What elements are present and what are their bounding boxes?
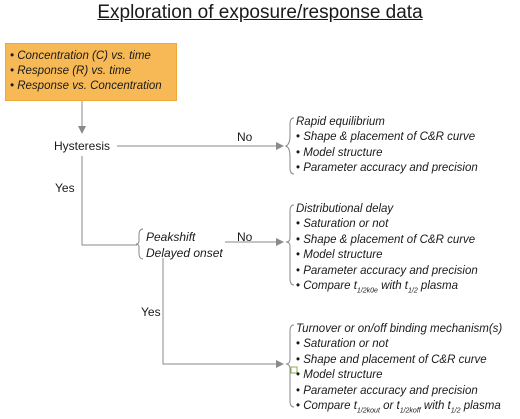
outcome-distributional-delay: Distributional delay Saturation or not S… (296, 202, 478, 299)
outcome-item: Shape & placement of C&R curve (296, 233, 478, 248)
data-item: Concentration (C) vs. time (10, 49, 176, 64)
outcome-heading: Rapid equilibrium (296, 116, 385, 128)
outcome-item-compare: Compare t1/2kout or t1/2koff with t1/2 p… (296, 399, 502, 419)
outcome-item: Shape & placement of C&R curve (296, 130, 478, 145)
bracket-peakshift (135, 228, 144, 260)
outcome-item: Parameter accuracy and precision (296, 264, 478, 279)
outcome-item: Model structure (296, 368, 502, 383)
outcome-item: Parameter accuracy and precision (296, 384, 502, 399)
outcome-heading: Distributional delay (296, 203, 394, 215)
outcome-item-compare: Compare t1/2k0e with t1/2 plasma (296, 279, 478, 299)
outcome-turnover-binding: Turnover or on/off binding mechanism(s) … (296, 322, 502, 419)
outcome-item: Model structure (296, 248, 478, 263)
bracket-rapid (284, 117, 295, 175)
outcome-item: Saturation or not (296, 217, 478, 232)
edge-yes2 (162, 258, 284, 368)
edge-label-yes: Yes (141, 305, 161, 319)
outcome-item: Saturation or not (296, 337, 502, 352)
edge-label-no: No (237, 230, 253, 244)
diagram-title: Exploration of exposure/response data (97, 2, 423, 23)
data-types-box: Concentration (C) vs. time Response (R) … (5, 43, 177, 101)
edge-label-yes: Yes (55, 181, 75, 195)
edge-yes1 (81, 156, 137, 246)
node-peakshift: Peakshift (146, 230, 196, 244)
outcome-item: Model structure (296, 146, 478, 161)
data-item: Response (R) vs. time (10, 64, 176, 79)
node-delayed-onset: Delayed onset (146, 246, 223, 260)
node-hysteresis: Hysteresis (54, 139, 111, 153)
bracket-distributional (285, 204, 295, 286)
outcome-heading: Turnover or on/off binding mechanism(s) (296, 323, 503, 335)
data-item: Response vs. Concentration (10, 79, 176, 94)
outcome-rapid-equilibrium: Rapid equilibrium Shape & placement of C… (296, 115, 478, 177)
outcome-item: Parameter accuracy and precision (296, 161, 478, 176)
bracket-turnover (285, 324, 295, 408)
edge-label-no: No (237, 130, 253, 144)
outcome-item: Shape and placement of C&R curve (296, 353, 502, 368)
